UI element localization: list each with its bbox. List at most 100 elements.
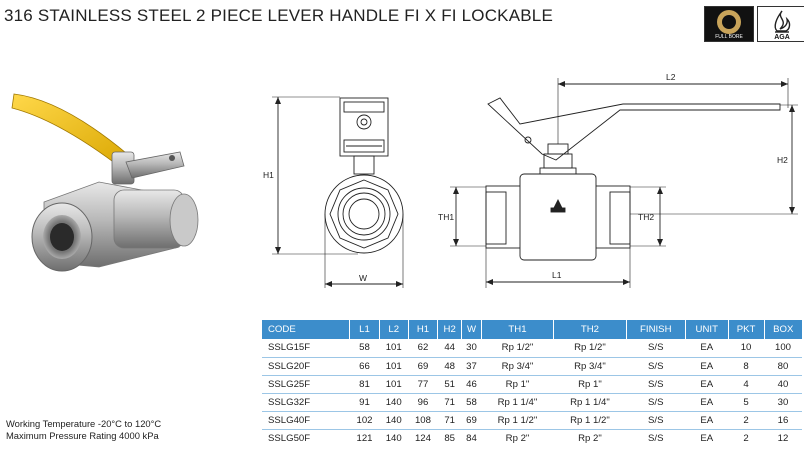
cell-l1: 102 — [349, 411, 380, 430]
cell-unit: EA — [685, 339, 729, 358]
gas-flame-icon: AGA — [774, 10, 791, 41]
table-row: SSLG25F 81 101 77 51 46 Rp 1" Rp 1" S/S … — [262, 375, 802, 394]
cell-l2: 140 — [379, 393, 409, 412]
cell-l2: 101 — [379, 357, 409, 376]
cell-h1: 69 — [408, 357, 438, 376]
cell-th1: Rp 2" — [505, 432, 530, 444]
side-view-lever — [487, 97, 781, 161]
cell-th2: Rp 2" — [578, 432, 602, 444]
cell-l1: 58 — [349, 339, 380, 358]
col-header-code: CODE — [262, 320, 351, 339]
cell-w: 58 — [461, 393, 482, 412]
cell-box: 80 — [764, 357, 802, 376]
full-bore-icon: FULL BORE — [705, 7, 753, 41]
cell-box: 30 — [764, 393, 802, 412]
cell-finish: S/S — [626, 393, 686, 412]
table-row: SSLG32F 91 140 96 71 58 Rp 1 1/4" Rp 1 1… — [262, 393, 802, 412]
cell-h1: 108 — [408, 411, 438, 430]
cell-pkt: 5 — [728, 393, 764, 412]
page-title: 316 STAINLESS STEEL 2 PIECE LEVER HANDLE… — [4, 6, 553, 25]
cell-h2: 51 — [437, 375, 462, 394]
cell-finish: S/S — [626, 357, 686, 376]
spec-table: CODE L1 L2 H1 H2 W TH1 TH2 FINISH UNIT P… — [262, 320, 802, 447]
cell-unit: EA — [685, 375, 729, 394]
max-pressure-note: Maximum Pressure Rating 4000 kPa — [6, 430, 159, 441]
cell-finish: S/S — [626, 411, 686, 430]
col-header-h1: H1 — [408, 320, 439, 339]
cell-finish: S/S — [626, 339, 686, 358]
cell-th2: Rp 1" — [553, 375, 627, 394]
col-header-th1: TH1 — [481, 320, 555, 339]
cell-l2: 140 — [379, 411, 409, 430]
cell-pkt: 2 — [743, 432, 749, 444]
cell-pkt: 4 — [728, 375, 764, 394]
lock-tab — [125, 151, 185, 179]
cell-l1: 66 — [349, 357, 380, 376]
cell-w: 37 — [461, 357, 482, 376]
cell-code: SSLG40F — [262, 411, 350, 430]
cell-pkt: 8 — [728, 357, 764, 376]
label-l2: L2 — [666, 72, 676, 82]
col-header-unit: UNIT — [685, 320, 729, 339]
cell-th2: Rp 1 1/4" — [553, 393, 627, 412]
cell-w: 69 — [461, 411, 482, 430]
end-view-body — [324, 174, 404, 254]
cell-h2: 44 — [437, 339, 462, 358]
aga-badge: AGA — [757, 6, 804, 42]
cell-pkt: 10 — [728, 339, 764, 358]
cell-unit: EA — [685, 411, 729, 430]
cell-h2: 71 — [437, 411, 462, 430]
label-l1: L1 — [552, 270, 562, 280]
cell-box: 12 — [777, 432, 789, 444]
cell-code: SSLG20F — [262, 357, 350, 376]
cell-code: SSLG15F — [262, 339, 350, 358]
label-h1: H1 — [263, 170, 274, 180]
cell-w: 30 — [461, 339, 482, 358]
table-row: SSLG40F 102 140 108 71 69 Rp 1 1/2" Rp 1… — [262, 411, 802, 430]
label-w: W — [359, 273, 367, 283]
cell-h2: 48 — [437, 357, 462, 376]
full-bore-label: FULL BORE — [715, 34, 743, 40]
operating-notes: Working Temperature -20°C to 120°C Maxim… — [6, 418, 161, 442]
cell-h2: 71 — [437, 393, 462, 412]
cell-h1: 62 — [408, 339, 438, 358]
cell-th1: Rp 1 1/2" — [481, 411, 554, 430]
cell-code: SSLG25F — [262, 375, 350, 394]
col-header-l1: L1 — [349, 320, 380, 339]
cell-h1: 124 — [414, 432, 431, 444]
label-h2: H2 — [777, 155, 788, 165]
label-th2: TH2 — [638, 212, 654, 222]
cell-unit: EA — [685, 357, 729, 376]
cell-th2: Rp 1 1/2" — [553, 411, 627, 430]
col-header-w: W — [461, 320, 482, 339]
cell-box: 16 — [764, 411, 802, 430]
cell-w: 46 — [461, 375, 482, 394]
label-th1: TH1 — [438, 212, 454, 222]
cell-l1: 121 — [356, 432, 373, 444]
col-header-h2: H2 — [437, 320, 463, 339]
table-row: SSLG15F 58 101 62 44 30 Rp 1/2" Rp 1/2" … — [262, 339, 802, 358]
aga-label: AGA — [774, 34, 790, 41]
table-row: SSLG50F 121 140 124 85 84 Rp 2" Rp 2" S/… — [262, 429, 802, 447]
cell-unit: EA — [685, 393, 729, 412]
working-temperature-note: Working Temperature -20°C to 120°C — [6, 418, 162, 429]
cell-h1: 77 — [408, 375, 438, 394]
cell-code: SSLG32F — [262, 393, 350, 412]
cell-th2: Rp 1/2" — [553, 339, 627, 358]
col-header-th2: TH2 — [553, 320, 627, 339]
cell-code: SSLG50F — [268, 432, 311, 444]
cell-l1: 91 — [349, 393, 380, 412]
cell-th1: Rp 1 1/4" — [481, 393, 554, 412]
cell-th1: Rp 3/4" — [481, 357, 554, 376]
col-header-l2: L2 — [379, 320, 409, 339]
cell-th2: Rp 3/4" — [553, 357, 627, 376]
cell-l1: 81 — [349, 375, 380, 394]
col-header-pkt: PKT — [728, 320, 765, 339]
cell-l2: 101 — [379, 339, 409, 358]
full-bore-badge: FULL BORE — [704, 6, 754, 42]
cell-h1: 96 — [408, 393, 438, 412]
cell-w: 84 — [466, 432, 477, 444]
cell-h2: 85 — [444, 432, 456, 444]
cell-finish: S/S — [648, 432, 664, 444]
table-row: SSLG20F 66 101 69 48 37 Rp 3/4" Rp 3/4" … — [262, 357, 802, 376]
